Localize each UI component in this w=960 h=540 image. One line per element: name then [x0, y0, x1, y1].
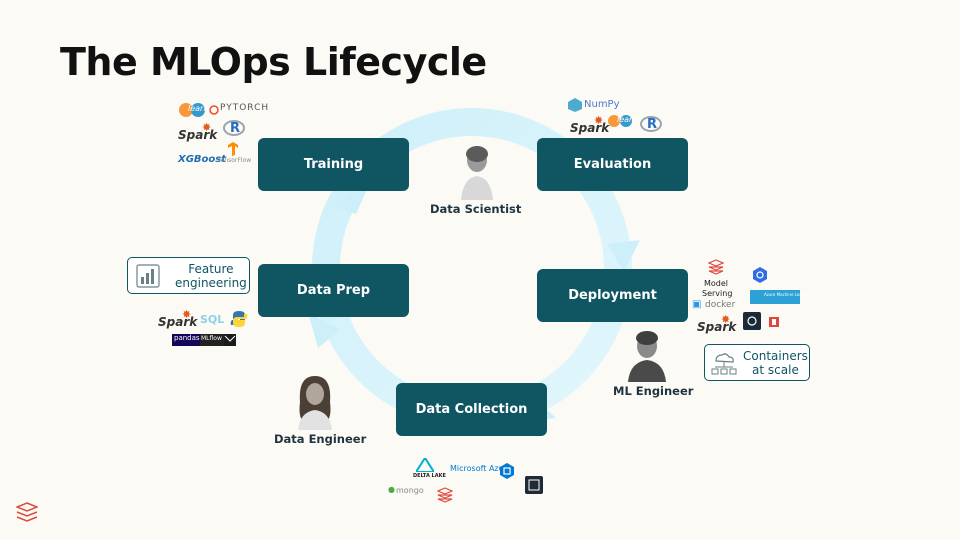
mlflow-logo	[200, 334, 224, 346]
cloud-network-icon	[711, 352, 737, 374]
cycle-arrowhead-left-bottom	[308, 312, 340, 348]
containers-line2: at scale	[752, 362, 799, 377]
eval-sklearn-logo-icon	[608, 115, 632, 127]
stage-data-collection-label: Data Collection	[415, 402, 528, 417]
openai-icon	[743, 312, 761, 330]
databricks-serving-icon	[708, 259, 724, 275]
tensorflow-label: TensorFlow	[218, 157, 252, 164]
microsoft-azure-label: Microsoft Azure	[450, 464, 512, 473]
sklearn-logo-icon	[179, 103, 205, 117]
envelope-icon	[224, 334, 236, 346]
ml-engineer-avatar	[628, 331, 666, 382]
eval-spark-star-icon: ✸	[594, 114, 604, 127]
stage-training-label: Training	[303, 157, 364, 172]
streamlit-icon	[769, 317, 779, 327]
stage-deployment: Deployment	[537, 269, 688, 322]
role-data-scientist: Data Scientist	[430, 202, 522, 216]
containers-line1: Containers	[743, 348, 808, 363]
azure-ml-label: Azure Machine Learning	[764, 292, 813, 297]
stage-data-collection: Data Collection	[396, 383, 547, 436]
r-language-icon	[223, 120, 245, 136]
mongo-leaf-icon: ●	[388, 485, 395, 494]
docker-whale-icon: ▣	[692, 299, 702, 310]
prep-spark-star-icon: ✸	[182, 308, 192, 321]
pandas-label: pandas	[174, 334, 200, 342]
stage-data-prep: Data Prep	[258, 264, 409, 317]
slide-title: The MLOps Lifecycle	[60, 40, 487, 84]
mlflow-label: MLflow	[201, 335, 222, 342]
spark-star-icon: ✸	[202, 121, 212, 134]
azure-storage-icon	[500, 463, 514, 479]
delta-lake-label: DELTA LAKE	[413, 473, 446, 479]
numpy-label: NumPy	[584, 99, 620, 110]
sql-label: SQL	[200, 313, 225, 326]
data-scientist-avatar	[455, 140, 499, 200]
pytorch-icon	[209, 105, 219, 115]
aws-s3-icon	[525, 476, 543, 494]
containers-at-scale-callout: Containers at scale	[704, 344, 810, 381]
model-serving-line1: Model	[704, 279, 729, 288]
data-engineer-avatar	[298, 376, 332, 430]
feature-engineering-line2: engineering	[175, 275, 247, 290]
stage-evaluation: Evaluation	[537, 138, 688, 191]
pytorch-label: PYTORCH	[220, 103, 270, 113]
stage-training: Training	[258, 138, 409, 191]
databricks-collection-icon	[437, 487, 453, 503]
feature-engineering-callout: Feature engineering	[127, 257, 250, 294]
kubernetes-icon	[753, 267, 767, 283]
sklearn-label: learn	[188, 104, 209, 113]
spark-label: Spark	[178, 128, 218, 142]
deploy-spark-label: Spark	[697, 320, 737, 334]
eval-r-label: R	[647, 117, 658, 132]
cycle-arrowhead-right	[607, 240, 640, 272]
numpy-icon	[568, 98, 582, 112]
bar-chart-icon	[136, 263, 160, 288]
databricks-brand-icon	[16, 502, 38, 522]
feature-engineering-line1: Feature	[188, 261, 234, 276]
model-serving-line2: Serving	[702, 289, 733, 298]
r-label: R	[230, 121, 241, 136]
role-ml-engineer: ML Engineer	[613, 384, 694, 398]
docker-label: docker	[705, 300, 736, 310]
xgboost-label: XGBoost	[178, 154, 227, 165]
pandas-logo	[172, 334, 200, 346]
role-data-engineer: Data Engineer	[274, 432, 367, 446]
mongo-label: mongo	[396, 486, 424, 495]
stage-deployment-label: Deployment	[568, 288, 657, 303]
eval-sklearn-label: learn	[617, 115, 638, 124]
eval-r-language-icon	[640, 116, 662, 132]
delta-lake-icon	[416, 458, 434, 472]
prep-spark-label: Spark	[158, 315, 198, 329]
eval-spark-label: Spark	[570, 121, 610, 135]
deploy-spark-star-icon: ✸	[721, 313, 731, 326]
azure-ml-icon	[750, 290, 800, 304]
stage-data-prep-label: Data Prep	[296, 283, 371, 298]
python-icon	[230, 311, 248, 327]
stage-evaluation-label: Evaluation	[573, 157, 652, 172]
tensorflow-icon	[228, 142, 238, 156]
